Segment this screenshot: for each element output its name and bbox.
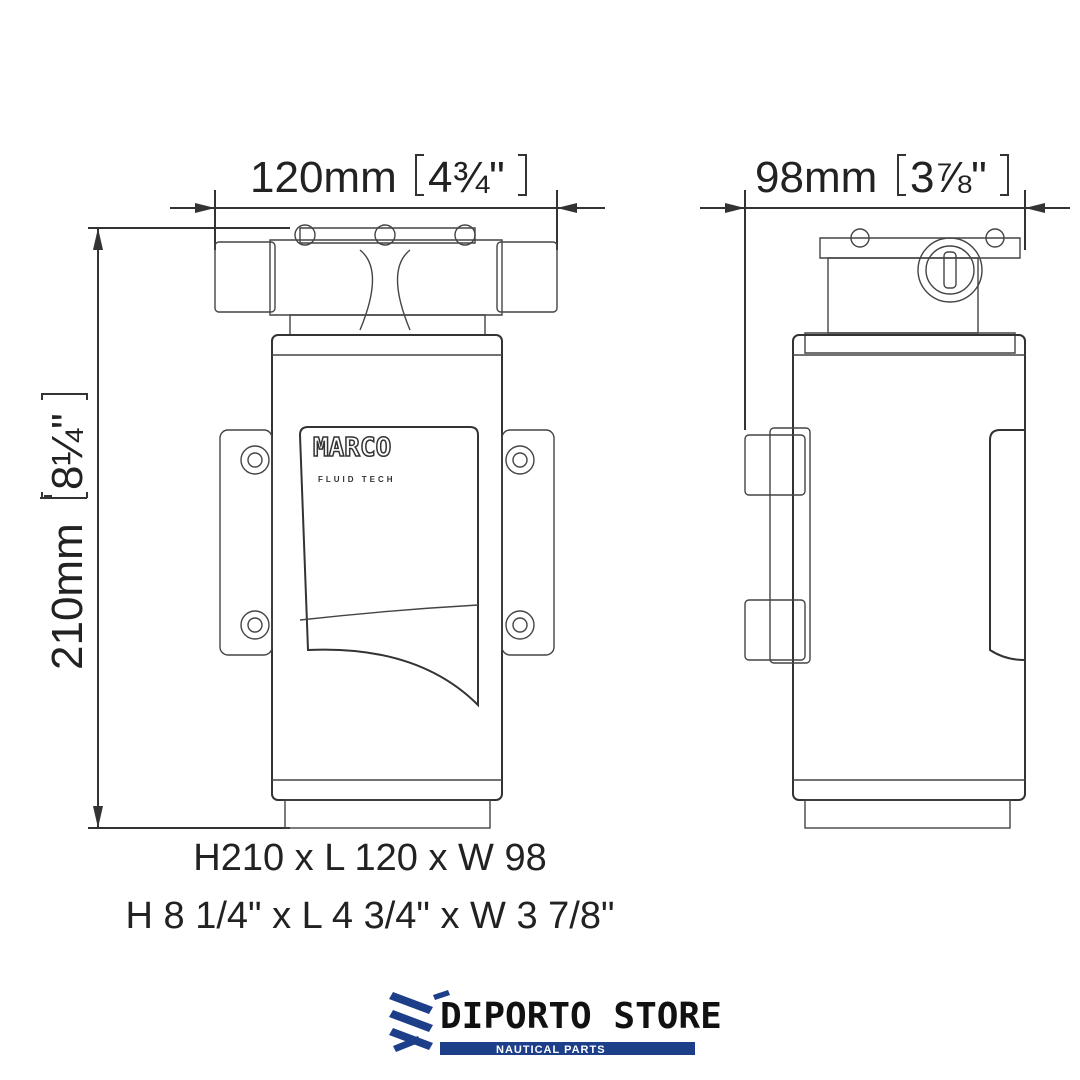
height-imperial-label: 8¼" xyxy=(43,413,92,490)
length-imperial-label: 4¾" xyxy=(428,153,505,202)
pump-side-view xyxy=(744,228,1026,829)
length-dimension: 120mm 4¾" xyxy=(170,153,605,250)
store-name: DIPORTO STORE xyxy=(440,996,722,1037)
caption-metric: H210 x L 120 x W 98 xyxy=(193,837,547,879)
width-imperial-label: 3⅞" xyxy=(910,153,987,202)
height-dimension: 210mm 8¼" xyxy=(40,227,290,829)
diporto-store-logo: DIPORTO STORE NAUTICAL PARTS xyxy=(389,990,722,1056)
height-metric-label: 210mm xyxy=(43,523,92,670)
width-metric-label: 98mm xyxy=(755,153,877,202)
store-tagline: NAUTICAL PARTS xyxy=(496,1044,606,1056)
length-metric-label: 120mm xyxy=(250,153,397,202)
fluid-tech-text: FLUID TECH xyxy=(318,475,396,484)
caption-imperial: H 8 1/4" x L 4 3/4" x W 3 7/8" xyxy=(125,895,615,937)
pump-front-view: MARCO FLUID TECH xyxy=(214,224,558,829)
width-dimension: 98mm 3⅞" xyxy=(700,153,1070,430)
marco-logo: MARCO xyxy=(313,433,391,463)
